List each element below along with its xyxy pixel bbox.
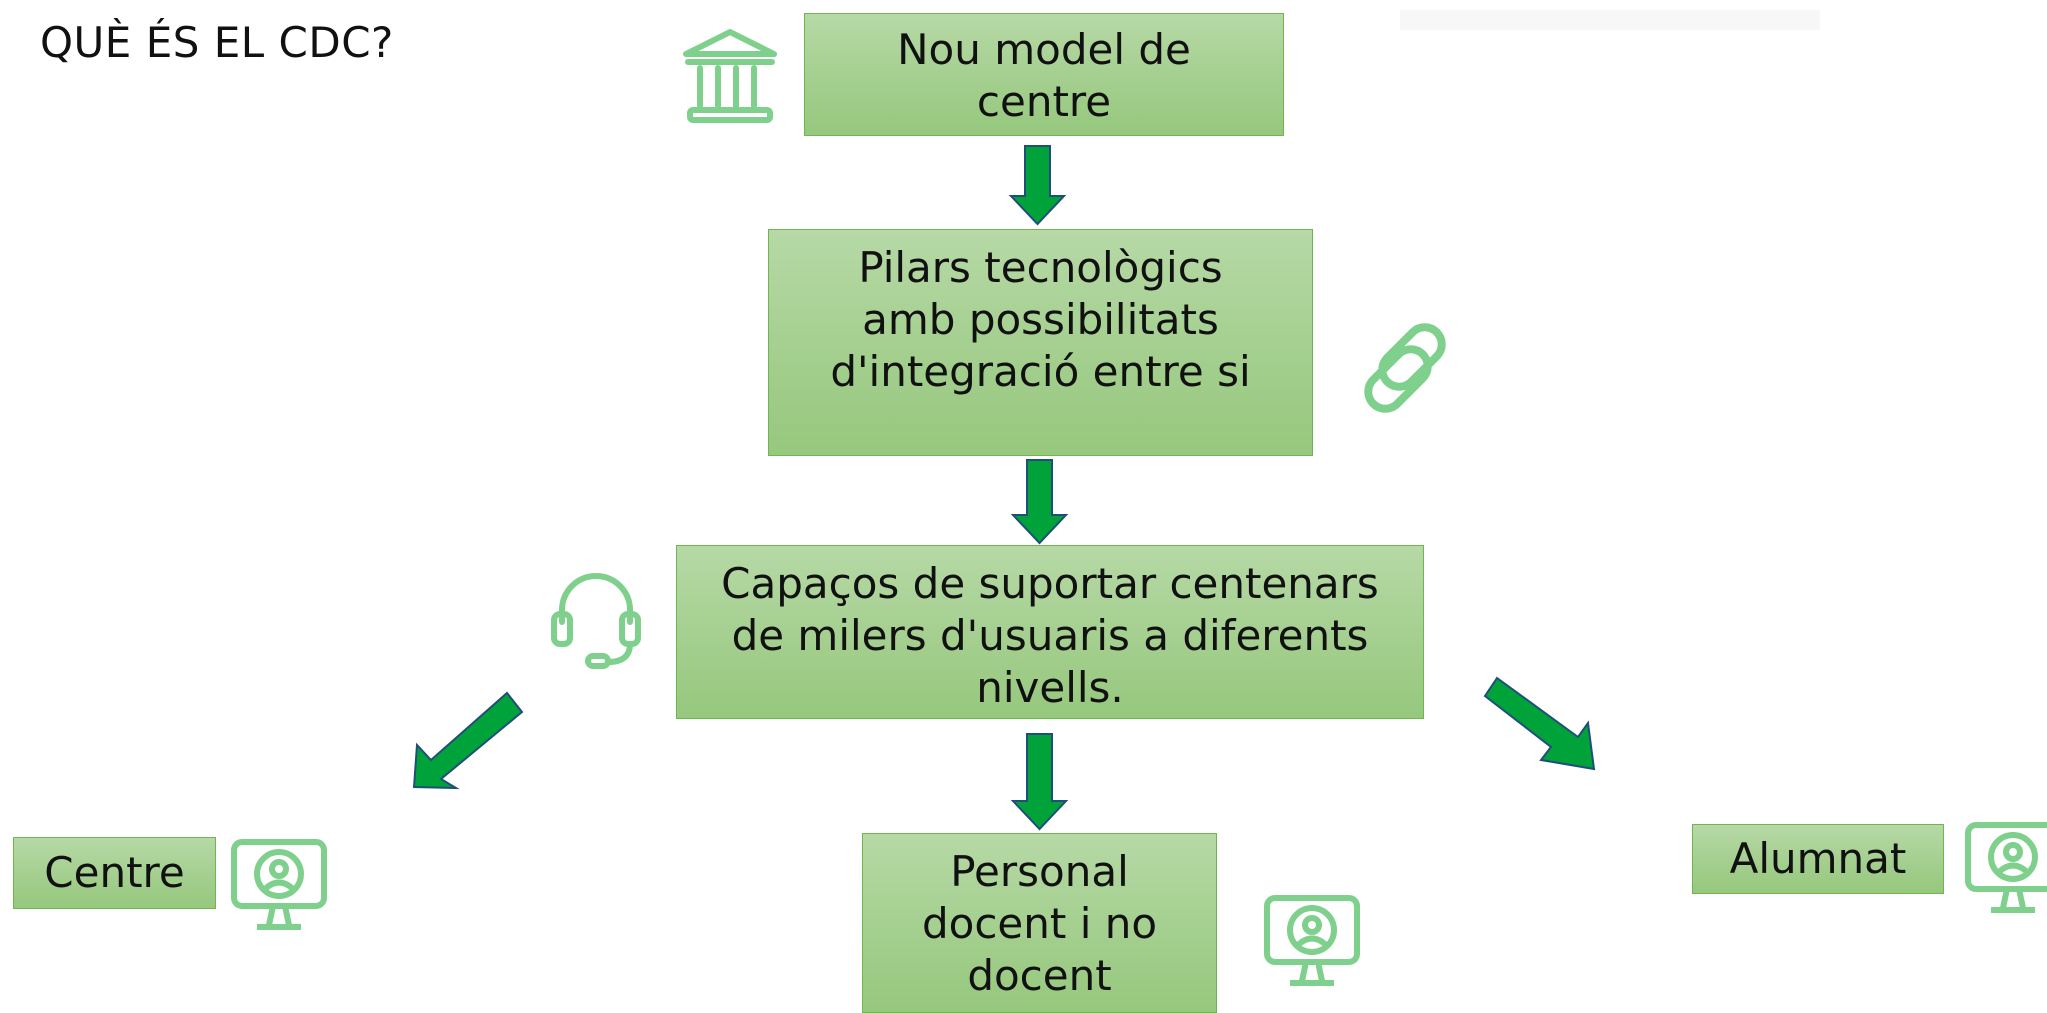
arrow-down-3 [1010, 733, 1069, 831]
node-pilars: Pilars tecnològics amb possibilitats d'i… [768, 229, 1313, 456]
node-centre: Centre [13, 837, 216, 909]
headset-icon [551, 573, 641, 669]
node-alumnat-text: Alumnat [1729, 834, 1907, 883]
monitor-user-icon [1264, 895, 1360, 986]
node-nou-model: Nou model de centre [804, 13, 1284, 136]
arrow-down-2 [1010, 459, 1069, 545]
arrow-down-right [1483, 676, 1596, 771]
monitor-user-icon [231, 839, 327, 930]
slide-title: QUÈ ÉS EL CDC? [40, 18, 394, 67]
node-nou-model-text: Nou model de centre [897, 25, 1191, 126]
arrow-down-left [412, 691, 524, 790]
building-icon [683, 29, 777, 123]
node-capacos-text: Capaços de suportar centenars de milers … [721, 559, 1379, 712]
node-centre-text: Centre [44, 848, 185, 897]
faint-background-strip [1400, 10, 1820, 30]
arrow-down-1 [1008, 145, 1067, 226]
link-icon [1364, 323, 1446, 413]
node-pilars-text: Pilars tecnològics amb possibilitats d'i… [830, 243, 1251, 396]
node-capacos: Capaços de suportar centenars de milers … [676, 545, 1424, 719]
node-alumnat: Alumnat [1692, 824, 1944, 894]
monitor-user-icon [1965, 822, 2047, 913]
node-personal: Personal docent i no docent [862, 833, 1217, 1013]
node-personal-text: Personal docent i no docent [921, 847, 1158, 1000]
